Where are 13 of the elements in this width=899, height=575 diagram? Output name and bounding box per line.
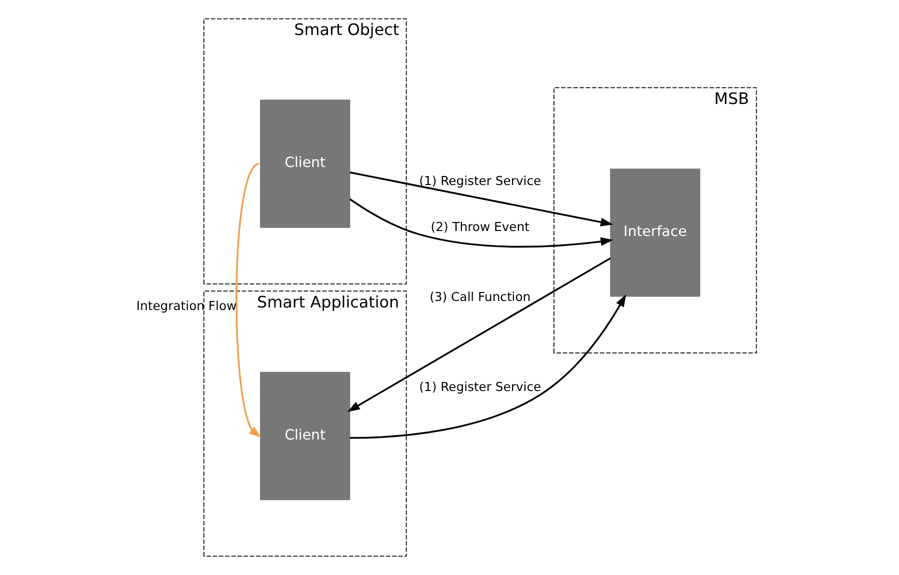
edge-label: Integration Flow [136, 298, 236, 313]
node-box: Client [260, 100, 350, 228]
edge-label: (2) Throw Event [430, 220, 529, 234]
edge-label: (1) Register Service [418, 174, 541, 188]
arrow [349, 172, 613, 226]
edge-label: (1) Register Service [418, 380, 541, 394]
node-box: Client [260, 372, 350, 500]
node-box: Interface [610, 168, 700, 297]
arrow [348, 198, 613, 248]
arrow [235, 163, 261, 438]
arrow [346, 258, 610, 412]
arrow [349, 294, 626, 439]
edge-label: (3) Call Function [429, 290, 530, 304]
